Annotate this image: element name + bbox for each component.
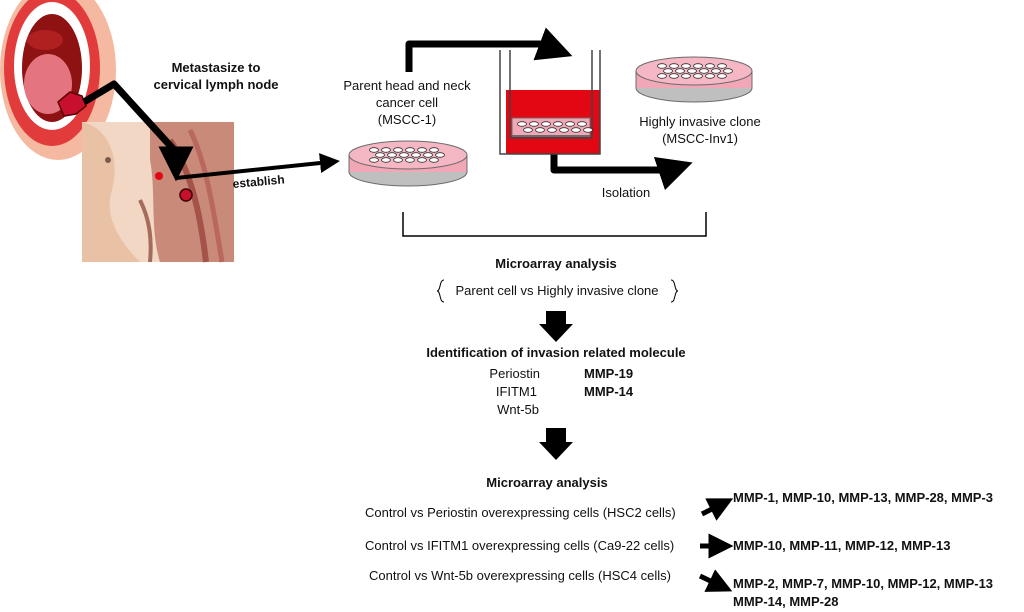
cell-icon [565,121,575,127]
cell-icon [583,127,593,133]
cell-icon [517,121,527,127]
cell-icon [693,73,703,79]
metastasis-label-line-2: cervical lymph node [153,77,279,92]
cell-icon [429,147,439,153]
cell-icon [387,152,397,158]
cell-icon [529,121,539,127]
cell-icon [411,152,421,158]
molecule-periostin: Periostin [489,366,540,381]
cell-icon [681,63,691,69]
comparison-bracket [402,212,707,237]
result-wnt5b-line-1: MMP-2, MMP-7, MMP-10, MMP-12, MMP-13 [733,576,994,591]
cell-icon [553,121,563,127]
cell-icon [669,63,679,69]
transwell-chamber [499,50,601,155]
invasive-clone-cells [657,63,733,79]
cell-icon [369,157,379,163]
cell-icon [723,68,733,74]
comparison-ifitm1: Control vs IFITM1 overexpressing cells (… [365,538,675,553]
metastasis-arrow [82,80,194,182]
cell-icon [699,68,709,74]
result-arrow-wnt5b [698,569,733,592]
result-wnt5b-line-2: MMP-14, MMP-28 [733,594,839,609]
head-neck-anatomy-illustration [82,122,234,263]
cell-icon [417,157,427,163]
cell-icon [717,63,727,69]
cell-icon [681,73,691,79]
cell-icon [429,157,439,163]
cell-icon [381,147,391,153]
parent-cell-label-line-1: Parent head and neck [343,78,471,93]
cell-icon [375,152,385,158]
cell-icon [577,121,587,127]
comparison-wnt5b: Control vs Wnt-5b overexpressing cells (… [369,568,671,583]
cell-icon [393,147,403,153]
invasive-clone-dish-icon [635,56,753,103]
cell-icon [717,73,727,79]
cell-icon [675,68,685,74]
molecule-mmp14: MMP-14 [584,384,634,399]
isolation-arrow [550,152,693,191]
cell-icon [669,73,679,79]
cell-icon [405,157,415,163]
invasive-clone-label-line-1: Highly invasive clone [639,114,761,129]
metastasis-label-line-1: Metastasize to [171,60,261,75]
cell-icon [547,127,557,133]
parent-cell-label-line-2: cancer cell [375,95,439,110]
cell-icon [693,63,703,69]
molecule-wnt5b: Wnt-5b [497,402,539,417]
down-arrow-1 [539,311,573,342]
establish-arrow [175,153,340,180]
molecule-ifitm1: IFITM1 [495,384,537,399]
microarray-analysis-title-1: Microarray analysis [495,256,617,271]
cell-icon [423,152,433,158]
isolation-label: Isolation [601,185,651,200]
cell-icon [369,147,379,153]
cell-icon [705,63,715,69]
parent-vs-clone-comparison: Parent cell vs Highly invasive clone [455,283,659,298]
cell-icon [417,147,427,153]
right-brace [670,279,679,303]
cell-icon [535,127,545,133]
cell-icon [435,152,445,158]
cell-icon [663,68,673,74]
down-arrow-2 [539,428,573,460]
cell-icon [571,127,581,133]
result-arrow-periostin [700,498,734,521]
cell-icon [405,147,415,153]
cell-icon [541,121,551,127]
parent-cell-label-line-3: (MSCC-1) [377,112,437,127]
cell-icon [705,73,715,79]
microarray-analysis-title-2: Microarray analysis [486,475,608,490]
identification-title: Identification of invasion related molec… [426,345,686,360]
cell-icon [711,68,721,74]
cell-icon [687,68,697,74]
cell-icon [523,127,533,133]
cell-icon [399,152,409,158]
result-ifitm1: MMP-10, MMP-11, MMP-12, MMP-13 [733,538,951,553]
cell-icon [393,157,403,163]
oral-tumor-icon [57,91,87,117]
invasive-clone-label-line-2: (MSCC-Inv1) [662,131,738,146]
parent-cells [369,147,445,163]
cell-icon [559,127,569,133]
molecule-mmp19: MMP-19 [584,366,634,381]
result-periostin: MMP-1, MMP-10, MMP-13, MMP-28, MMP-3 [733,490,994,505]
cell-icon [657,63,667,69]
transwell-cells [517,121,593,133]
comparison-periostin: Control vs Periostin overexpressing cell… [365,505,676,520]
lymph-node-small-icon [155,172,163,180]
lymph-node-large-icon [179,188,193,202]
transfer-arrow [405,27,573,72]
left-brace [436,279,445,303]
cell-icon [381,157,391,163]
cell-icon [657,73,667,79]
